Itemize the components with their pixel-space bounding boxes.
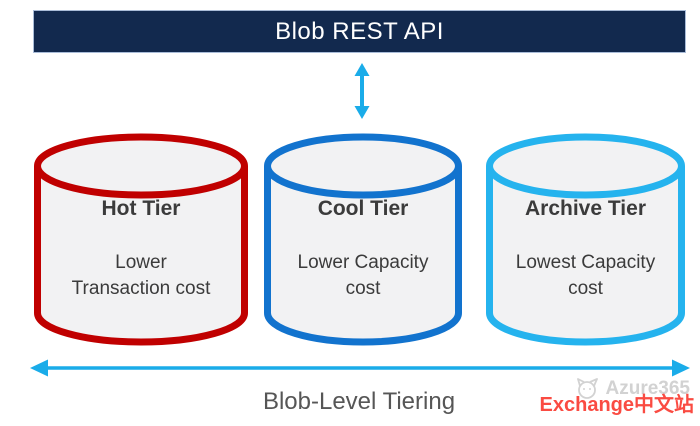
cool-tier-title: Cool Tier [317,197,409,220]
archive-tier-description: Lowest Capacity cost [515,252,656,299]
archive-tier-cylinder: Archive Tier Lowest Capacity cost [486,133,685,346]
hot-tier-cylinder: Hot Tier Lower Transaction cost [34,133,248,346]
cylinder-shape-icon [264,133,462,346]
archive-tier-text: Archive Tier Lowest Capacity cost [486,133,685,346]
azure365-cat-logo-icon [576,378,598,399]
watermark-brand: Azure365 [605,378,691,399]
blob-rest-api-header: Blob REST API [33,10,686,53]
hot-tier-title: Hot Tier [101,197,181,220]
cool-tier-cylinder: Cool Tier Lower Capacity cost [264,133,462,346]
horizontal-double-arrow-icon [30,359,690,377]
cool-tier-description: Lower Capacity cost [297,252,429,299]
watermark: Azure365 Exchange中文站 [540,377,694,415]
archive-tier-title: Archive Tier [524,197,646,220]
hot-tier-text: Hot Tier Lower Transaction cost [34,133,248,346]
header-title: Blob REST API [275,17,444,45]
cylinder-shape-icon [486,133,685,346]
blob-level-tiering-label: Blob-Level Tiering [262,388,456,415]
vertical-double-arrow-icon [354,63,370,119]
cylinder-shape-icon [34,133,248,346]
hot-tier-description: Lower Transaction cost [71,252,211,299]
watermark-site: Exchange中文站 [539,394,694,416]
cool-tier-text: Cool Tier Lower Capacity cost [264,133,462,346]
